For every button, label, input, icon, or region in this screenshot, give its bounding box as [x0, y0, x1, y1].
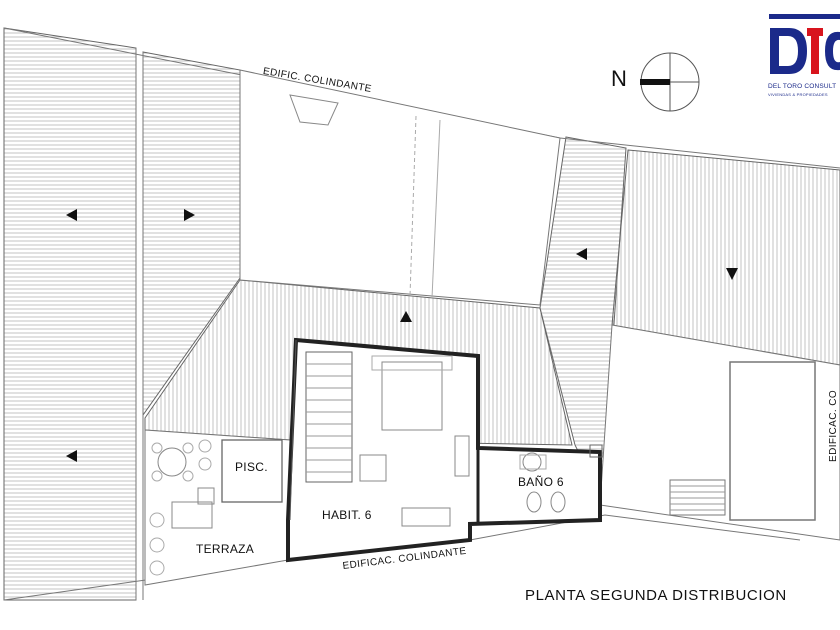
- roof-slope-right: [611, 149, 840, 366]
- company-logo: [769, 14, 840, 74]
- double-bed: [371, 355, 453, 431]
- slope-arrow-icon: [184, 209, 195, 221]
- room-label-bedroom: HABIT. 6: [322, 508, 372, 522]
- slope-arrow-icon: [576, 248, 587, 260]
- lounge-chairs: [149, 487, 215, 576]
- outdoor-table: [151, 439, 212, 482]
- slope-arrow-icon: [66, 209, 77, 221]
- company-name: DEL TORO CONSULT: [768, 83, 837, 90]
- drawing-title: PLANTA SEGUNDA DISTRIBUCION: [525, 587, 787, 604]
- plunge-pool: [221, 439, 283, 503]
- courtyard-right: [599, 324, 840, 541]
- patio-divider: [409, 115, 417, 297]
- roof-slope-left: [3, 27, 137, 601]
- room-label-bathroom: BAÑO 6: [518, 475, 564, 489]
- label-neighbour-right: EDIFICAC. CO: [828, 389, 839, 462]
- pool-right: [729, 361, 816, 521]
- north-arrow-icon: [640, 52, 700, 112]
- slope-arrow-icon: [726, 268, 738, 280]
- north-label: N: [611, 66, 627, 91]
- bedroom-walls: [286, 337, 602, 563]
- room-label-pool: PISC.: [235, 460, 268, 474]
- desk: [401, 507, 451, 527]
- wardrobe: [454, 435, 470, 477]
- stairs-right: [669, 479, 726, 516]
- slope-arrow-icon: [66, 450, 77, 462]
- stairs-bedroom: [305, 351, 353, 483]
- room-label-terrace: TERRAZA: [196, 542, 255, 556]
- armchair: [359, 454, 387, 482]
- patio: [239, 69, 561, 306]
- company-tagline: VIVIENDAS & PROPIEDADES: [768, 92, 828, 97]
- bathroom-fixtures: [519, 444, 603, 513]
- wall-inner: [289, 339, 297, 521]
- patio-divider: [431, 119, 441, 299]
- slope-arrow-icon: [400, 311, 412, 322]
- skylight: [289, 94, 339, 126]
- terrace-area: [144, 429, 291, 586]
